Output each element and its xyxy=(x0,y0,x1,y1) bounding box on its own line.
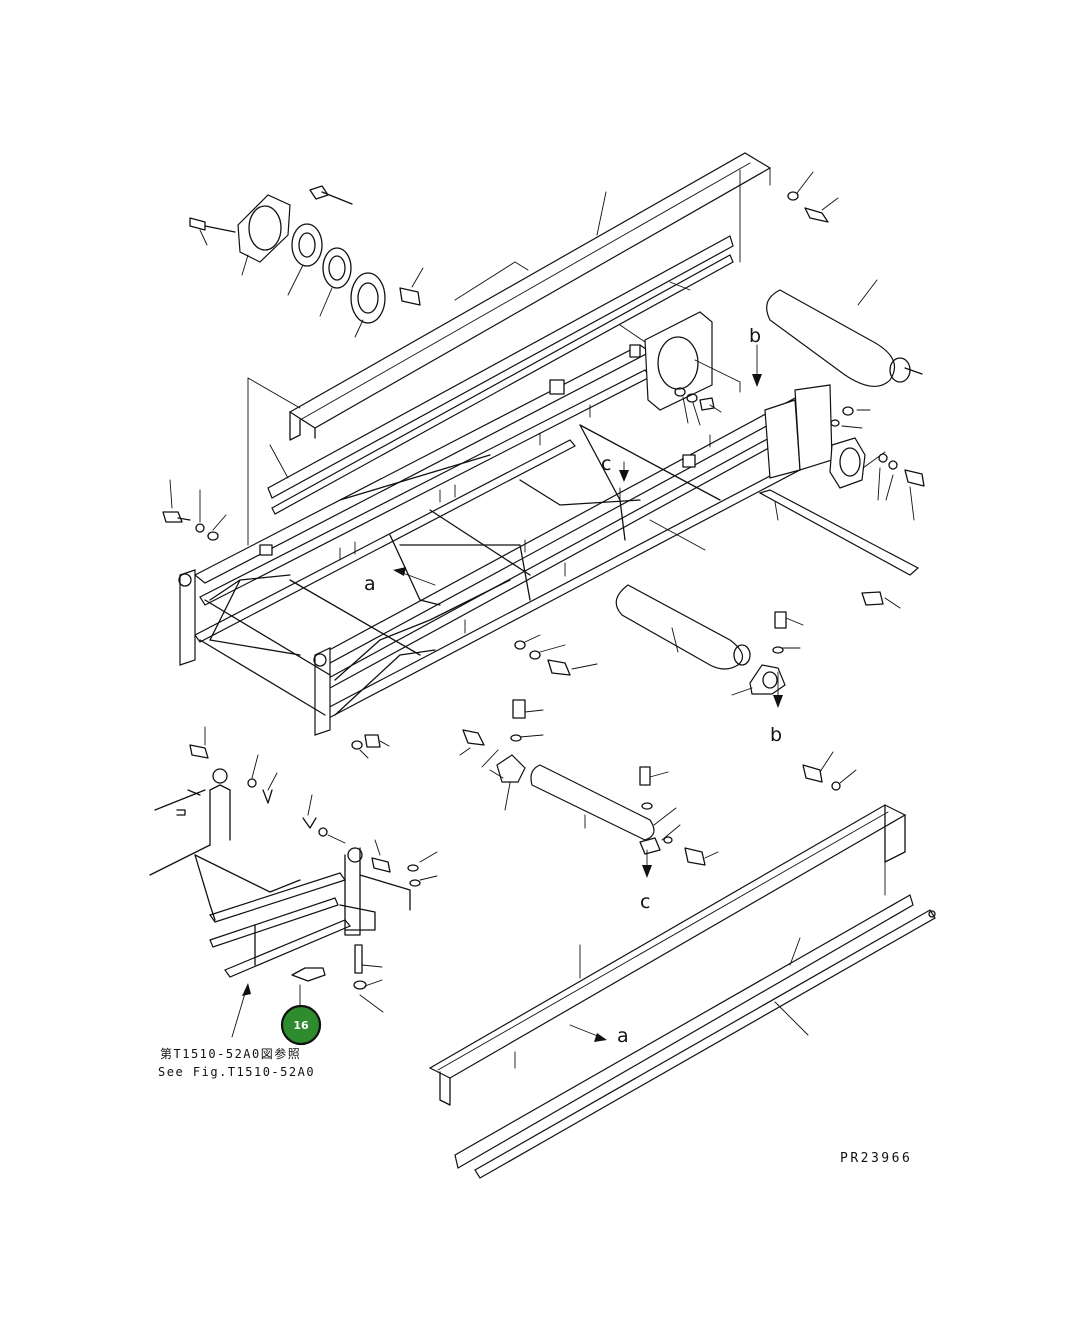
reference-arrow xyxy=(231,983,251,1038)
view-arrow-a-upper xyxy=(393,567,436,586)
view-marker-a-upper: a xyxy=(364,573,376,595)
view-marker-c-upper: c xyxy=(601,453,611,475)
tail-bracket-hardware xyxy=(189,726,438,1013)
reference-note-en: See Fig.T1510-52A0 xyxy=(158,1065,315,1079)
skirt-strip-right xyxy=(758,489,920,576)
view-arrow-c-lower xyxy=(642,849,652,878)
center-hardware xyxy=(514,634,598,676)
snub-roller-bracket xyxy=(731,611,804,696)
view-arrow-b-lower xyxy=(773,671,783,708)
callout-badge[interactable]: 16 xyxy=(280,1004,322,1046)
tail-frame-partial xyxy=(149,768,411,978)
view-marker-b-lower: b xyxy=(770,724,782,746)
side-rail-strip-upper xyxy=(267,235,734,515)
drive-roller-upper xyxy=(766,279,923,387)
drawing-code: PR23966 xyxy=(840,1151,912,1166)
carrier-roller-lower xyxy=(462,699,706,866)
top-right-hardware xyxy=(787,171,839,223)
reference-note-jp: 第T1510-52A0図参照 xyxy=(160,1046,301,1061)
washer-nut-set-upper xyxy=(674,387,722,426)
view-arrow-c-upper xyxy=(619,461,629,482)
view-marker-b-upper: b xyxy=(749,325,761,347)
skirt-rubber-strip xyxy=(454,894,936,1179)
flange-bearing-assembly xyxy=(189,185,421,324)
left-hardware-stack xyxy=(162,479,227,541)
bearing-unit-right xyxy=(829,406,925,521)
bolt-lower-right xyxy=(861,591,901,609)
callout-badge-circle xyxy=(280,1004,322,1046)
callout-badge-label: 16 xyxy=(293,1019,309,1032)
main-truss-frame xyxy=(178,344,833,736)
view-marker-c-lower: c xyxy=(640,891,650,913)
return-roller-middle xyxy=(615,584,751,670)
side-plate-lower xyxy=(428,804,907,1106)
view-marker-a-lower: a xyxy=(617,1025,629,1047)
frame-foot-hardware xyxy=(351,734,390,759)
bearing-housing-upper xyxy=(644,311,741,411)
view-arrow-b-upper xyxy=(752,344,762,387)
plate-bolt-set xyxy=(802,751,857,791)
top-cover-plate xyxy=(288,152,772,441)
view-arrow-a-lower xyxy=(569,1024,607,1042)
